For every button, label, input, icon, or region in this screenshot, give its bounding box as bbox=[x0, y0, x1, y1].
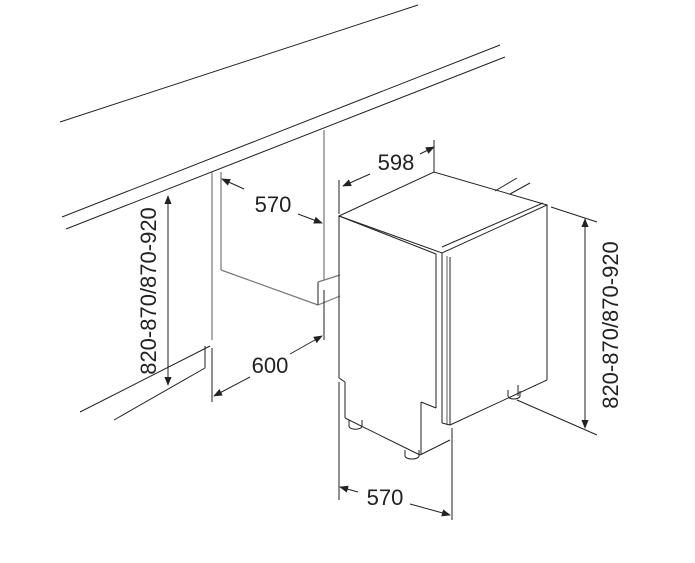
niche-depth-label: 570 bbox=[255, 192, 292, 217]
foot-front-right bbox=[404, 450, 420, 460]
appliance-width-dimension bbox=[342, 146, 435, 187]
niche-height-label: 820-870/870-920 bbox=[136, 207, 161, 375]
foot-front-left bbox=[348, 420, 363, 430]
appliance-width-label: 598 bbox=[378, 150, 415, 175]
adjustable-feet bbox=[348, 390, 521, 460]
niche-depth-dimension bbox=[221, 178, 323, 224]
appliance-depth-dimension bbox=[339, 485, 451, 517]
foot-rear bbox=[507, 390, 521, 400]
niche-width-dimension bbox=[213, 335, 323, 397]
appliance-depth-label: 570 bbox=[367, 485, 404, 510]
appliance-height-label: 820-870/870-920 bbox=[598, 241, 623, 409]
niche-width-label: 600 bbox=[252, 353, 289, 378]
kitchen-cabinet bbox=[59, 4, 506, 421]
dishwasher bbox=[337, 171, 549, 456]
